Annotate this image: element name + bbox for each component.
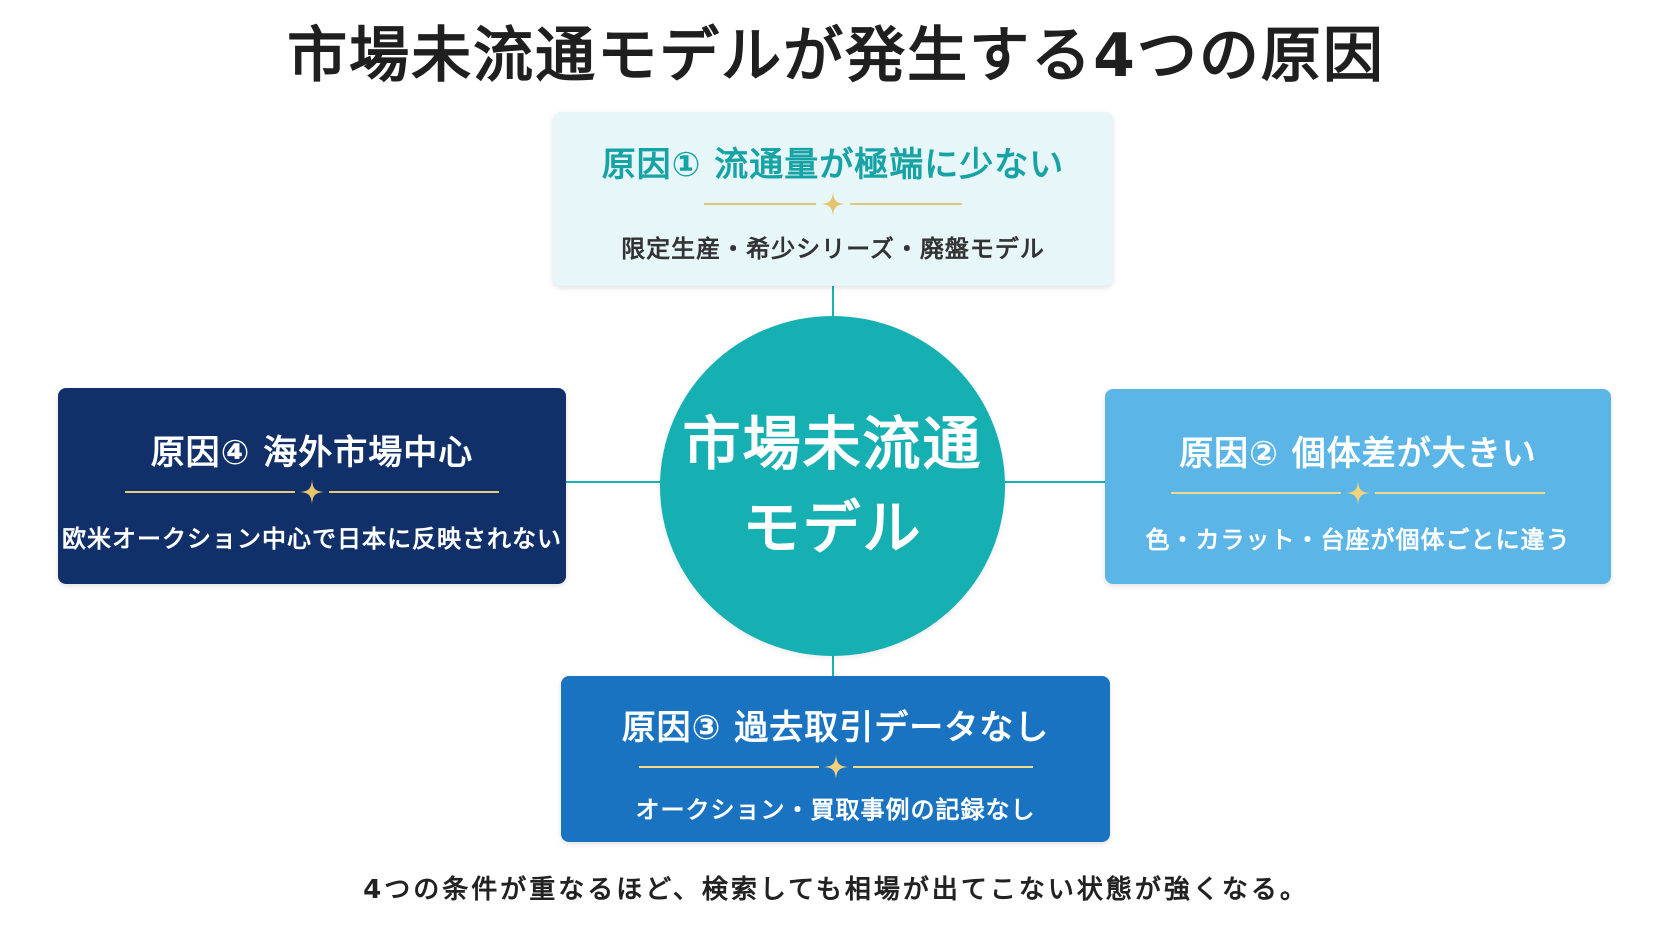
cause-box-2: 原因② 個体差が大きい 色・カラット・台座が個体ごとに違う	[1105, 389, 1611, 584]
cause-description: 限定生産・希少シリーズ・廃盤モデル	[621, 235, 1045, 263]
page-title: 市場未流通モデルが発生する4つの原因	[287, 21, 1385, 91]
connector-right	[998, 481, 1106, 483]
sparkle-icon	[823, 755, 848, 779]
divider	[704, 191, 962, 217]
divider-line-left	[125, 491, 295, 493]
cause-description: 色・カラット・台座が個体ごとに違う	[1145, 526, 1571, 554]
divider-line-left	[704, 203, 816, 205]
connector-top	[832, 285, 834, 317]
cause-title: 原因① 流通量が極端に少ない	[601, 145, 1065, 185]
divider-line-right	[329, 491, 499, 493]
connector-bottom	[832, 653, 834, 677]
cause-title: 原因④ 海外市場中心	[150, 433, 474, 473]
cause-title: 原因③ 過去取引データなし	[621, 708, 1050, 748]
divider-line-right	[850, 203, 962, 205]
cause-description: 欧米オークション中心で日本に反映されない	[62, 525, 562, 553]
divider-line-right	[852, 766, 1033, 768]
center-label-line2: モデル	[742, 494, 923, 562]
sparkle-icon	[300, 480, 324, 504]
cause-box-1: 原因① 流通量が極端に少ない 限定生産・希少シリーズ・廃盤モデル	[553, 112, 1113, 286]
sparkle-icon	[821, 192, 845, 216]
center-node: 市場未流通 モデル	[660, 316, 1005, 656]
sparkle-icon	[1346, 481, 1370, 505]
cause-box-4: 原因④ 海外市場中心 欧米オークション中心で日本に反映されない	[58, 388, 566, 584]
cause-title: 原因② 個体差が大きい	[1179, 434, 1537, 474]
connector-left	[566, 481, 667, 483]
divider	[1171, 480, 1545, 506]
cause-description: オークション・買取事例の記録なし	[635, 796, 1036, 824]
center-label-line1: 市場未流通	[682, 410, 983, 478]
divider-line-right	[1375, 492, 1545, 494]
footer-note: 4つの条件が重なるほど、検索しても相場が出てこない状態が強くなる。	[363, 875, 1309, 905]
divider	[638, 754, 1033, 780]
cause-box-3: 原因③ 過去取引データなし オークション・買取事例の記録なし	[561, 676, 1110, 842]
divider-line-left	[1171, 492, 1341, 494]
divider-line-left	[638, 766, 819, 768]
divider	[125, 479, 499, 505]
